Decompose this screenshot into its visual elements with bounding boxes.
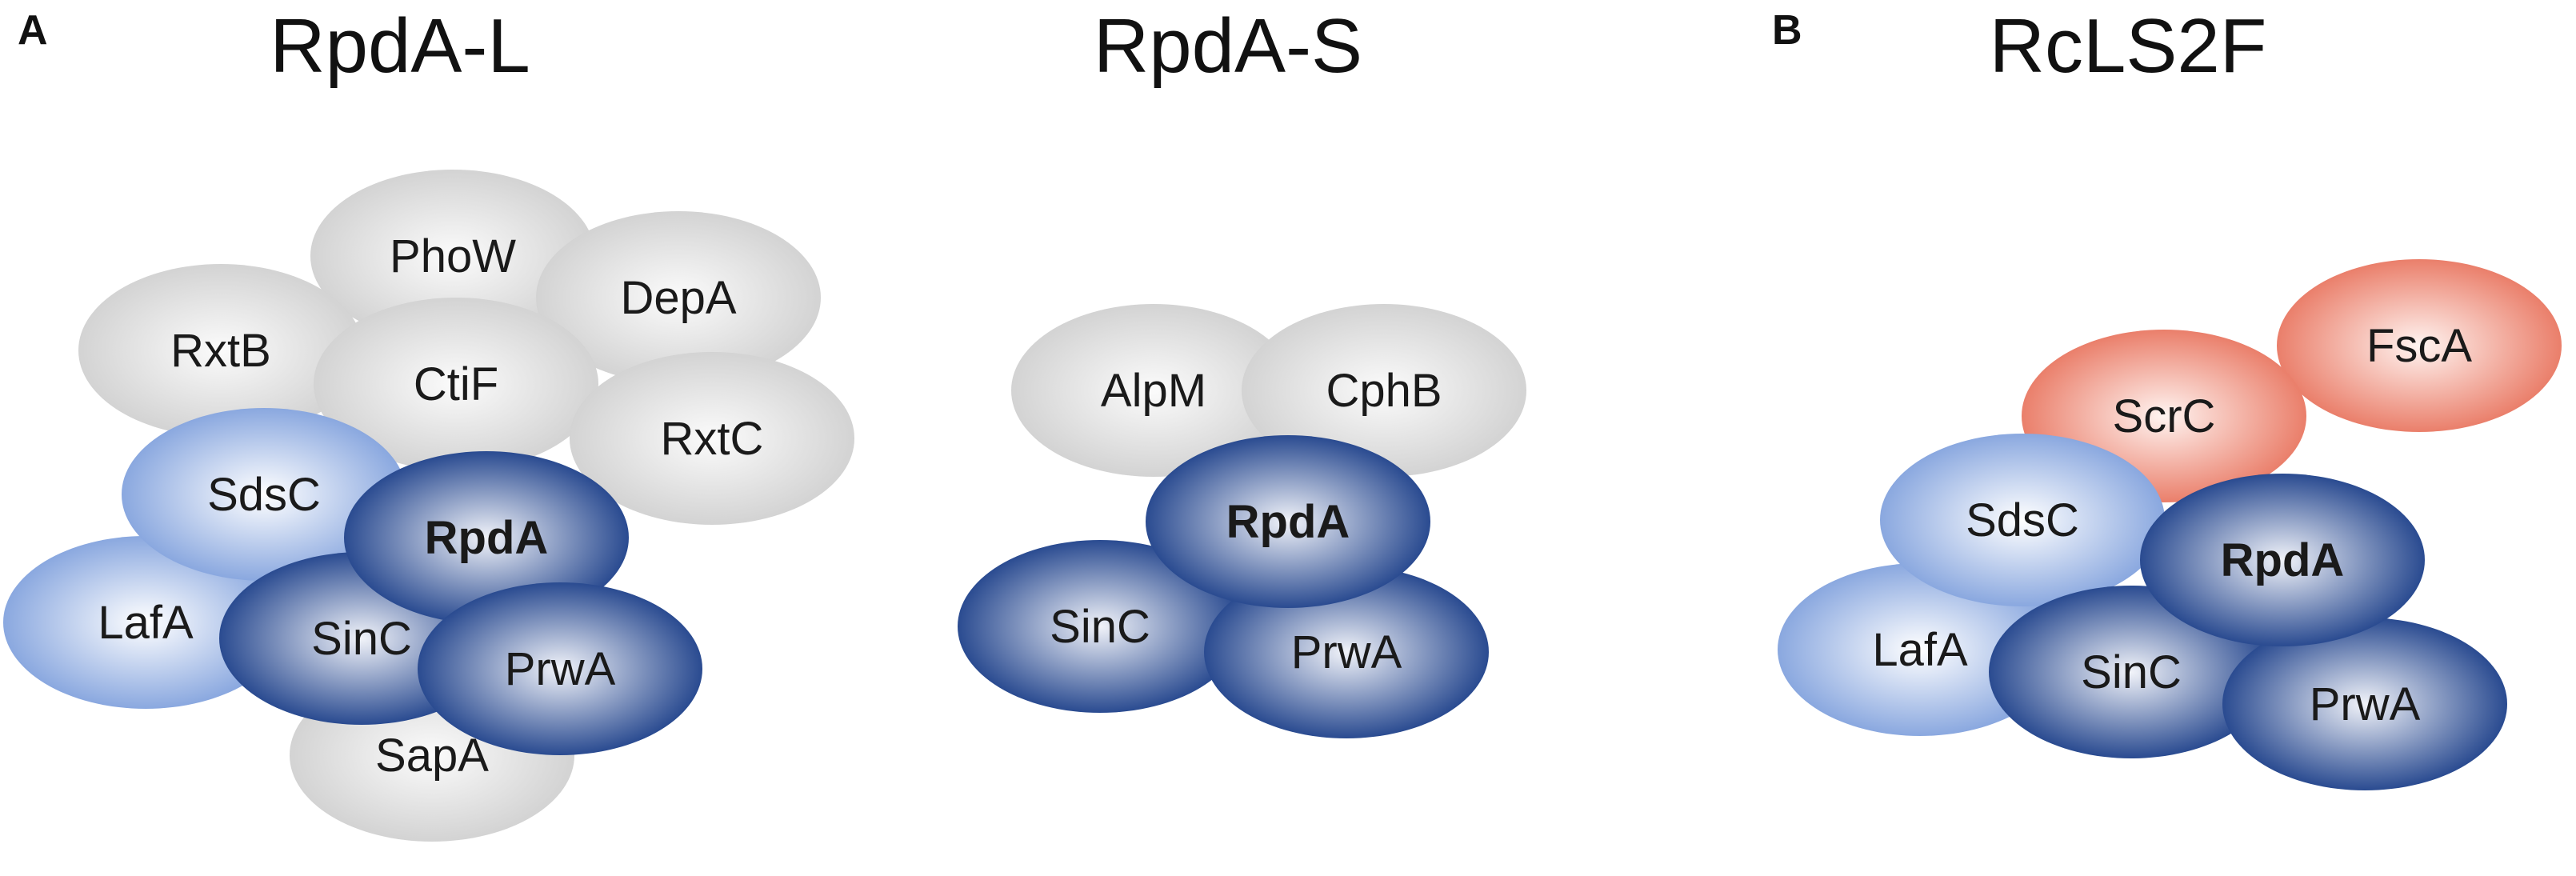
protein-depa-label: DepA (620, 272, 736, 324)
protein-sinc-label: SinC (311, 613, 412, 665)
protein-sdsc-ellipse (1880, 434, 2165, 606)
protein-depa-ellipse (536, 211, 821, 384)
protein-rxtb-ellipse (78, 264, 363, 437)
complex-title-rpda-l: RpdA-L (270, 3, 530, 89)
protein-lafa-label: LafA (1872, 624, 1968, 676)
protein-sdsc-ellipse (122, 408, 406, 581)
protein-cphb-ellipse (1242, 304, 1526, 477)
protein-lafa-label: LafA (98, 597, 194, 649)
complex-title-rpda-s: RpdA-S (1094, 3, 1362, 89)
protein-sdsc-label: SdsC (1966, 494, 2079, 546)
protein-sinc-label: SinC (1050, 601, 1150, 653)
protein-lafa-ellipse (3, 536, 288, 709)
protein-fsca-ellipse (2277, 259, 2562, 432)
protein-prwa-ellipse (1204, 566, 1489, 738)
protein-alpm-label: AlpM (1101, 365, 1206, 417)
protein-sinc-label: SinC (2081, 646, 2182, 698)
protein-rxtc-label: RxtC (661, 413, 764, 465)
protein-phow-ellipse (310, 170, 595, 342)
complex-rcls2f: FscA ScrC LafA SdsC SinC PrwA RpdA (1778, 259, 2562, 790)
protein-alpm-ellipse (1011, 304, 1296, 477)
panel-letter-b: B (1772, 7, 1802, 54)
protein-rpda-ellipse (1146, 435, 1430, 608)
protein-phow-label: PhoW (390, 230, 516, 282)
protein-fsca-label: FscA (2366, 320, 2472, 372)
protein-ctif-ellipse (314, 298, 598, 470)
protein-rpda-ellipse (344, 451, 629, 624)
protein-sinc-ellipse (958, 540, 1242, 713)
protein-prwa-label: PrwA (2310, 678, 2421, 730)
protein-lafa-ellipse (1778, 563, 2062, 736)
protein-rpda-label: RpdA (1226, 496, 1350, 548)
protein-prwa-ellipse (418, 582, 702, 755)
protein-scrc-label: ScrC (2113, 390, 2216, 442)
protein-rpda-label: RpdA (425, 512, 549, 564)
complex-rpda-s: AlpM CphB SinC PrwA RpdA (958, 304, 1526, 738)
panel-letter-a: A (18, 7, 48, 54)
protein-prwa-label: PrwA (1291, 626, 1402, 678)
complex-rpda-l: PhoW DepA RxtB CtiF RxtC SapA LafA SdsC SinCRpdA… (3, 170, 854, 842)
protein-rxtc-ellipse (570, 352, 854, 525)
protein-rpda-label: RpdA (2221, 534, 2345, 586)
protein-cphb-label: CphB (1326, 365, 1442, 417)
protein-prwa-label: PrwA (505, 643, 616, 695)
protein-rxtb-label: RxtB (170, 325, 271, 377)
protein-prwa-ellipse (2222, 618, 2507, 790)
complex-title-rcls2f: RcLS2F (1990, 3, 2267, 89)
protein-sapa-label: SapA (375, 730, 489, 782)
protein-rpda-ellipse (2140, 474, 2425, 646)
protein-ctif-label: CtiF (414, 358, 498, 410)
protein-sdsc-label: SdsC (207, 469, 321, 521)
